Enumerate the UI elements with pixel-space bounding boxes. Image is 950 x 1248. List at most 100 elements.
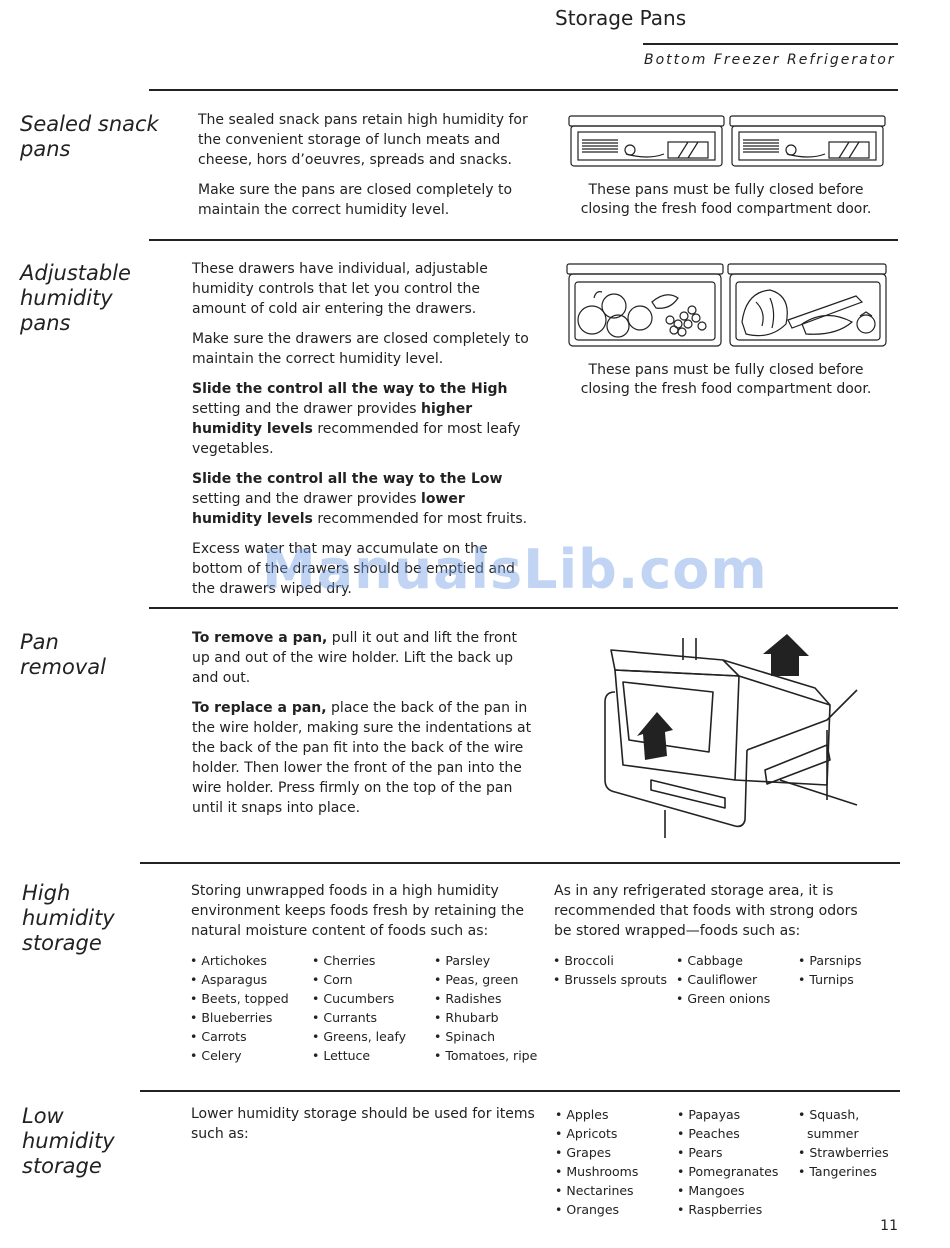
paragraph: Make sure the drawers are closed complet… — [192, 331, 529, 367]
section-divider — [140, 1090, 900, 1092]
list-item: Turnips — [798, 970, 862, 989]
bold-text: higher humidity levels — [192, 401, 473, 437]
title-line: pans — [20, 137, 71, 161]
wrapped-foods-list-3: Parsnips Turnips — [798, 951, 862, 989]
bold-text: Slide the control all the way to the Low — [192, 471, 503, 487]
list-item: Pears — [677, 1143, 778, 1162]
list-item: Corn — [312, 970, 406, 989]
section-divider — [149, 607, 898, 609]
sealed-text: The sealed snack pans retain high humidi… — [198, 110, 533, 230]
list-item: Mangoes — [677, 1181, 778, 1200]
title-line: High — [22, 881, 71, 905]
wrapped-foods-list-2: Cabbage Cauliflower Green onions — [676, 951, 770, 1008]
adjustable-text: These drawers have individual, adjustabl… — [192, 259, 537, 609]
list-item: Rhubarb — [434, 1008, 537, 1027]
watermark: ManualsLib.com — [262, 538, 768, 601]
list-item: Radishes — [434, 989, 537, 1008]
list-item: Apricots — [555, 1124, 638, 1143]
bold-text: Slide the control all the way to the Hig… — [192, 381, 508, 397]
sealed-pans-illustration — [568, 115, 886, 167]
paragraph-low-setting: Slide the control all the way to the Low… — [192, 469, 537, 529]
page-title: Storage Pans — [555, 6, 687, 30]
list-item-continued: summer — [807, 1126, 859, 1141]
section-divider — [149, 89, 898, 91]
title-line: storage — [22, 931, 102, 955]
page-subtitle: Bottom Freezer Refrigerator — [644, 52, 896, 68]
wrapped-foods-list-1: Broccoli Brussels sprouts — [553, 951, 667, 989]
low-humidity-list-3: Squash, summer Strawberries Tangerines — [798, 1105, 889, 1181]
text: setting and the drawer provides — [192, 491, 422, 507]
list-item: Raspberries — [677, 1200, 778, 1219]
list-item: Celery — [190, 1046, 289, 1065]
list-item: Tangerines — [798, 1162, 889, 1181]
list-item: Squash, — [798, 1105, 889, 1124]
list-item: Parsley — [434, 951, 537, 970]
list-item: Peas, green — [434, 970, 537, 989]
title-line: storage — [22, 1154, 102, 1178]
section-divider — [149, 239, 898, 241]
title-line: humidity — [20, 286, 113, 310]
bold-text: To replace a pan, — [192, 700, 327, 716]
list-item: Carrots — [190, 1027, 289, 1046]
list-item: Pomegranates — [677, 1162, 778, 1181]
humidity-drawers-illustration — [566, 263, 887, 347]
title-line: Low — [22, 1104, 64, 1128]
paragraph-high-setting: Slide the control all the way to the Hig… — [192, 379, 537, 459]
list-item: Nectarines — [555, 1181, 638, 1200]
text: recommended for most leafy vegetables. — [192, 421, 521, 457]
caption-line: These pans must be fully closed before — [588, 362, 864, 378]
text: pull it out and lift the front up and ou… — [192, 630, 517, 686]
list-item: Cabbage — [676, 951, 770, 970]
section-divider — [140, 862, 900, 864]
high-intro: Storing unwrapped foods in a high humidi… — [191, 883, 524, 939]
high-humidity-list-2: Cherries Corn Cucumbers Currants Greens,… — [312, 951, 406, 1065]
text: place the back of the pan in the wire ho… — [192, 700, 532, 816]
list-item: Currants — [312, 1008, 406, 1027]
caption-line: These pans must be fully closed before — [588, 182, 864, 198]
list-item: Beets, topped — [190, 989, 288, 1008]
title-line: humidity — [22, 1129, 115, 1153]
text: recommended for most fruits. — [312, 511, 528, 527]
title-line: Adjustable — [20, 261, 131, 285]
bold-text: lower humidity levels — [192, 491, 465, 527]
list-item: Brussels sprouts — [553, 970, 667, 989]
list-item: Blueberries — [190, 1008, 289, 1027]
header-rule — [643, 43, 898, 45]
list-item: Mushrooms — [555, 1162, 638, 1181]
low-humidity-list-2: Papayas Peaches Pears Pomegranates Mango… — [677, 1105, 778, 1219]
list-item: Cauliflower — [676, 970, 770, 989]
list-item: Broccoli — [553, 951, 667, 970]
section-title-adjustable: Adjustable humidity pans — [20, 261, 131, 336]
sealed-caption: These pans must be fully closed before c… — [566, 181, 886, 219]
pan-removal-illustration — [604, 634, 858, 838]
bold-text: To remove a pan, — [192, 630, 328, 646]
high-humidity-list-3: Parsley Peas, green Radishes Rhubarb Spi… — [434, 951, 537, 1065]
adjustable-caption: These pans must be fully closed before c… — [566, 361, 886, 399]
list-item: Spinach — [434, 1027, 537, 1046]
low-intro: Lower humidity storage should be used fo… — [191, 1106, 535, 1142]
paragraph: These drawers have individual, adjustabl… — [192, 261, 488, 317]
low-humidity-list-1: Apples Apricots Grapes Mushrooms Nectari… — [555, 1105, 638, 1219]
text: setting and the drawer provides — [192, 401, 422, 417]
list-item: Lettuce — [312, 1046, 406, 1065]
paragraph: The sealed snack pans retain high humidi… — [198, 112, 528, 168]
removal-text: To remove a pan, pull it out and lift th… — [192, 628, 532, 828]
paragraph-remove: To remove a pan, pull it out and lift th… — [192, 628, 532, 688]
high-intro-wrapped: As in any refrigerated storage area, it … — [554, 883, 858, 939]
list-item: Artichokes — [190, 951, 289, 970]
title-line: humidity — [22, 906, 115, 930]
caption-line: closing the fresh food compartment door. — [580, 201, 872, 217]
title-line: Pan — [20, 630, 59, 654]
list-item: Apples — [555, 1105, 638, 1124]
list-item: Oranges — [555, 1200, 638, 1219]
list-item: Cucumbers — [312, 989, 406, 1008]
list-item: Green onions — [676, 989, 770, 1008]
list-item: Parsnips — [798, 951, 861, 970]
section-title-high: High humidity storage — [22, 881, 115, 956]
paragraph: Excess water that may accumulate on the … — [192, 541, 515, 597]
paragraph-replace: To replace a pan, place the back of the … — [192, 698, 532, 818]
section-title-removal: Pan removal — [20, 630, 106, 680]
list-item: Grapes — [555, 1143, 638, 1162]
section-title-low: Low humidity storage — [22, 1104, 115, 1179]
section-title-sealed: Sealed snack pans — [20, 112, 159, 162]
